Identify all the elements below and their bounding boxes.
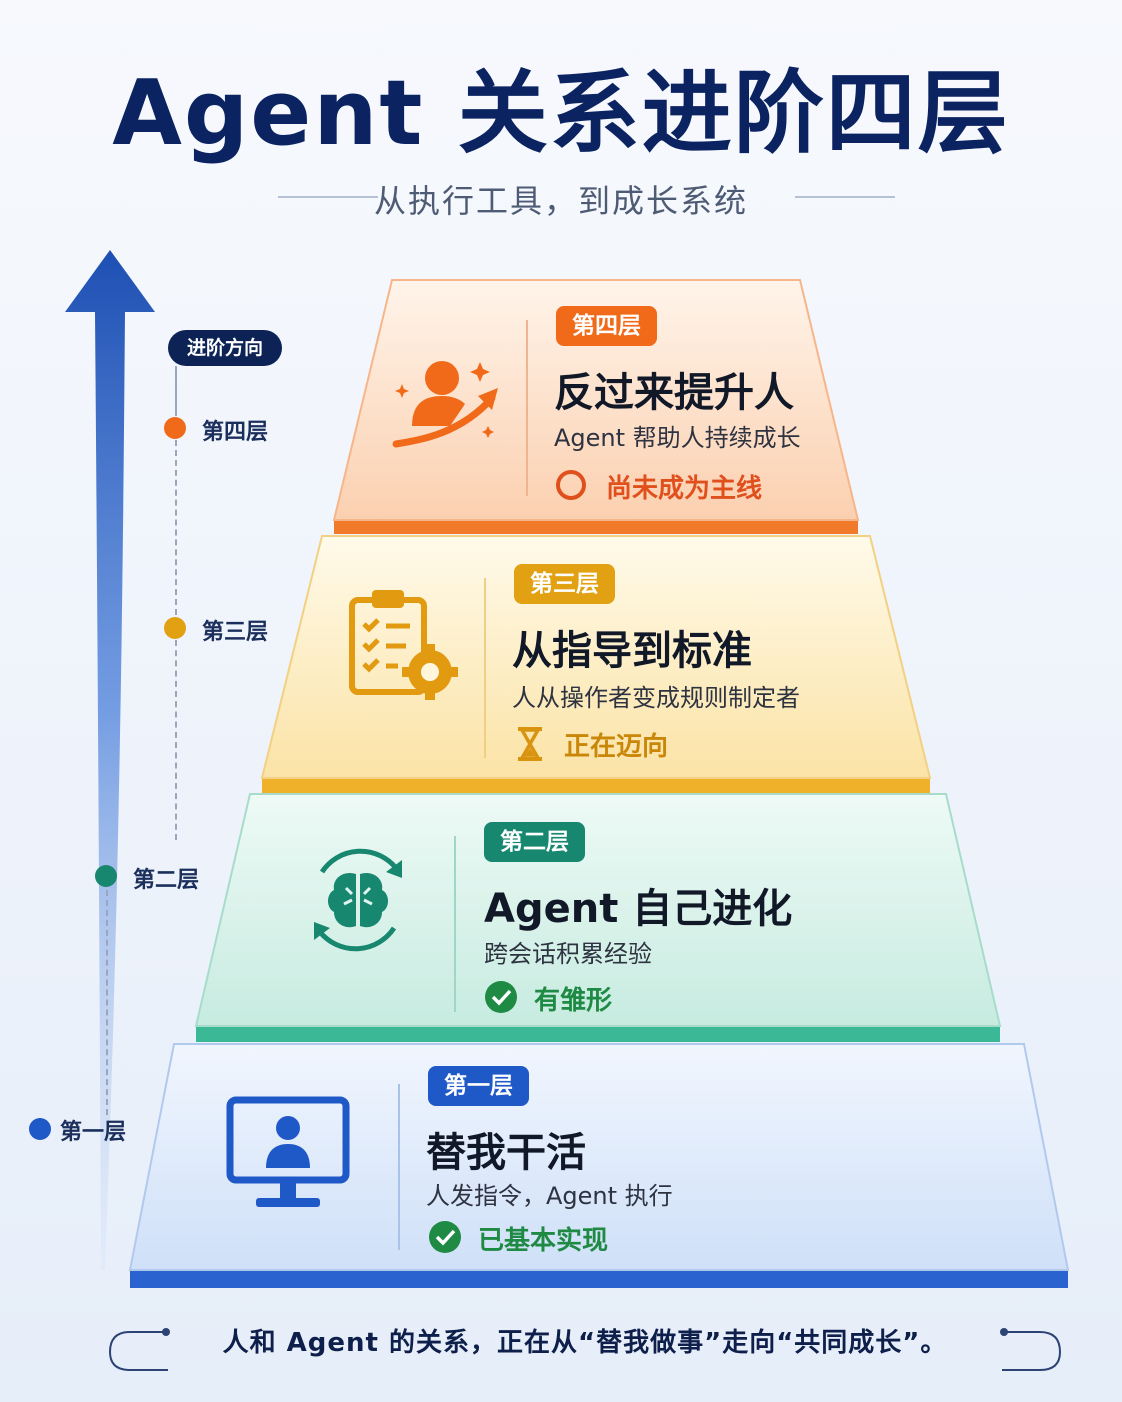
tier-1-title: 替我干活 xyxy=(426,1130,586,1176)
level-dot-3 xyxy=(164,617,186,639)
level-dot-2 xyxy=(95,865,117,887)
tier-3-badge: 第三层 xyxy=(514,564,615,604)
axis-dash-3 xyxy=(106,890,108,1115)
tier-1-status: 已基本实现 xyxy=(478,1226,609,1256)
direction-label: 进阶方向 xyxy=(168,330,282,366)
tier-2-status: 有雏形 xyxy=(534,986,613,1016)
empty-circle-icon xyxy=(556,470,586,500)
tier-3-title: 从指导到标准 xyxy=(512,628,752,674)
brain-cycle-icon xyxy=(314,848,402,952)
check-circle-icon xyxy=(485,981,517,1013)
subtitle-line-left xyxy=(278,196,378,198)
axis-dash-2 xyxy=(175,640,177,840)
tier-4-block: 第四层 反过来提升人 Agent 帮助人持续成长 尚未成为主线 xyxy=(330,279,862,538)
tier-4-desc: Agent 帮助人持续成长 xyxy=(554,424,801,452)
page-title: Agent 关系进阶四层 xyxy=(112,61,1010,166)
person-growth-icon xyxy=(392,361,498,448)
check-circle-icon xyxy=(429,1221,461,1253)
tier-4-status: 尚未成为主线 xyxy=(606,474,763,504)
tier-4-title: 反过来提升人 xyxy=(554,370,794,416)
progression-arrow-icon xyxy=(65,250,155,1270)
axis-connector xyxy=(175,366,177,416)
level-label-4: 第四层 xyxy=(202,420,269,445)
footer-bracket-icon xyxy=(108,1328,1062,1371)
footer-banner: 人和 Agent 的关系，正在从“替我做事”走向“共同成长”。 xyxy=(108,1320,1062,1372)
tier-3-block: 第三层 从指导到标准 人从操作者变成规则制定者 正在迈向 xyxy=(258,535,934,798)
tier-4-divider xyxy=(526,320,528,496)
level-label-1: 第一层 xyxy=(60,1120,127,1145)
monitor-person-icon xyxy=(226,1096,350,1207)
tier-3-desc: 人从操作者变成规则制定者 xyxy=(512,684,800,712)
tier-3-divider xyxy=(484,578,486,758)
tier-1-shape xyxy=(128,1043,1070,1288)
tier-1-divider xyxy=(398,1084,400,1250)
level-label-3: 第三层 xyxy=(202,620,269,645)
subtitle-line-right xyxy=(795,196,895,198)
level-dot-1 xyxy=(29,1118,51,1140)
level-label-2: 第二层 xyxy=(133,868,200,893)
level-dot-4 xyxy=(164,417,186,439)
footer-text: 人和 Agent 的关系，正在从“替我做事”走向“共同成长”。 xyxy=(222,1328,948,1358)
tier-1-badge: 第一层 xyxy=(428,1066,529,1106)
tier-2-title: Agent 自己进化 xyxy=(484,886,793,932)
hourglass-icon xyxy=(518,727,542,761)
tier-2-desc: 跨会话积累经验 xyxy=(484,940,652,968)
tier-2-divider xyxy=(454,836,456,1012)
tier-2-badge: 第二层 xyxy=(484,822,585,862)
tier-2-block: 第二层 Agent 自己进化 跨会话积累经验 有雏形 xyxy=(192,793,1004,1048)
tier-1-block: 第一层 替我干活 人发指令，Agent 执行 已基本实现 xyxy=(126,1043,1072,1294)
tier-3-status: 正在迈向 xyxy=(564,732,669,762)
tier-2-shape xyxy=(194,793,1002,1042)
axis-dash-1 xyxy=(175,440,177,615)
tier-1-desc: 人发指令，Agent 执行 xyxy=(426,1182,673,1210)
subtitle-row: 从执行工具，到成长系统 xyxy=(0,172,1122,222)
tier-4-badge: 第四层 xyxy=(556,306,657,346)
checklist-gear-icon xyxy=(349,590,458,700)
tier-4-shape xyxy=(332,279,860,534)
subtitle: 从执行工具，到成长系统 xyxy=(373,182,748,220)
tier-3-shape xyxy=(260,535,932,794)
